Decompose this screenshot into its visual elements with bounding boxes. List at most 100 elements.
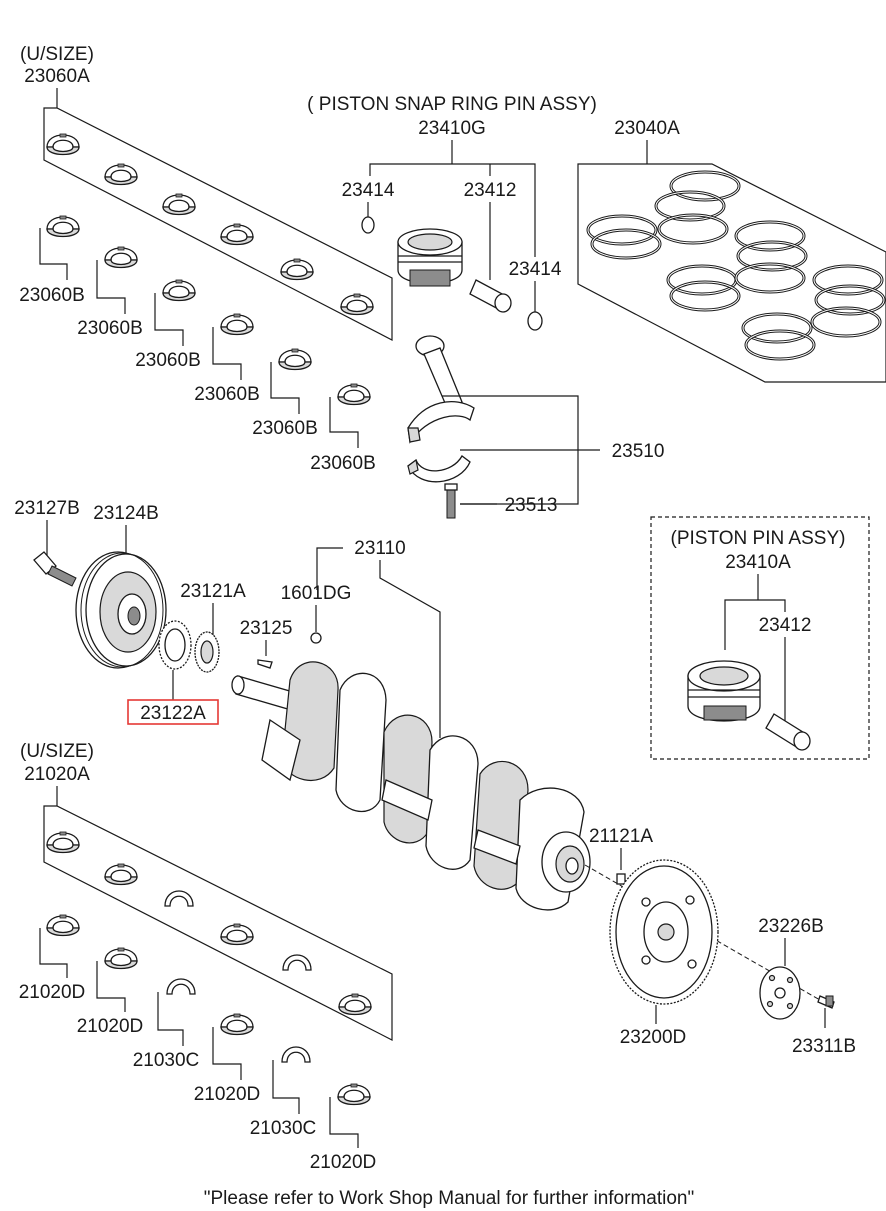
part-label-23110[interactable]: 23110 — [354, 538, 405, 559]
part-label-21020D[interactable]: 21020D — [77, 1016, 144, 1037]
leader-line — [39, 928, 68, 978]
part-label-23412[interactable]: 23412 — [464, 180, 517, 201]
bearing-shell-icon[interactable] — [104, 947, 138, 970]
part-label-23060B[interactable]: 23060B — [252, 418, 318, 439]
bearing-shell-icon[interactable] — [220, 313, 254, 336]
connecting-rod-icon[interactable] — [407, 335, 475, 444]
pulley-bolt-icon[interactable] — [33, 551, 77, 587]
leader-line — [212, 327, 242, 380]
part-label-23311B[interactable]: 23311B — [792, 1036, 856, 1057]
thrust-washer-icon[interactable] — [281, 1046, 311, 1063]
part-label-23226B[interactable]: 23226B — [758, 916, 824, 937]
drive-plate-icon[interactable] — [609, 859, 719, 1005]
upper-shell-callouts: 23060B 23060B 23060B 23060B 23060B 23060… — [19, 215, 376, 474]
bearing-shell-icon[interactable] — [162, 279, 196, 302]
adapter-plate-icon[interactable] — [759, 966, 801, 1020]
crank-sprocket-icon[interactable] — [194, 631, 220, 673]
bearing-shell-icon[interactable] — [220, 223, 254, 246]
piston-ring-icon[interactable] — [666, 264, 738, 296]
piston-ring-icon[interactable] — [669, 280, 741, 312]
part-label-23060B[interactable]: 23060B — [310, 453, 376, 474]
bearing-shell-icon[interactable] — [46, 914, 80, 937]
part-label-23040A[interactable]: 23040A — [614, 118, 680, 139]
flywheel-bolt-icon[interactable] — [817, 995, 835, 1009]
leader-line — [316, 547, 343, 590]
part-label-21020D[interactable]: 21020D — [310, 1152, 377, 1173]
lower-shell-callouts: 21020D 21020D 21030C 21020D 21030C 21020… — [19, 914, 377, 1173]
piston-ring-icon[interactable] — [744, 329, 816, 361]
bearing-shell-icon[interactable] — [162, 193, 196, 216]
part-label-23060A[interactable]: 23060A — [24, 66, 90, 87]
thrust-washer-icon[interactable] — [164, 890, 194, 907]
part-label-23414[interactable]: 23414 — [342, 180, 395, 201]
lower-bearing-header: (U/SIZE) — [20, 741, 94, 762]
thrust-washer-icon[interactable] — [282, 954, 312, 971]
bearing-shell-icon[interactable] — [278, 348, 312, 371]
part-label-21020D[interactable]: 21020D — [194, 1084, 261, 1105]
plug-icon[interactable] — [310, 632, 322, 644]
part-label-23410A[interactable]: 23410A — [725, 552, 791, 573]
part-label-21121A[interactable]: 21121A — [589, 826, 653, 847]
upper-bearing-shells — [46, 133, 374, 316]
crankshaft-icon[interactable] — [231, 661, 591, 911]
part-label-1601DG[interactable]: 1601DG — [281, 583, 352, 604]
front-pulley-group: 23127B 23124B 23121A 23122A — [14, 498, 246, 725]
part-label-23410G[interactable]: 23410G — [418, 118, 486, 139]
part-label-23060B[interactable]: 23060B — [19, 285, 85, 306]
part-label-23127B[interactable]: 23127B — [14, 498, 80, 519]
snap-ring-icon[interactable] — [361, 216, 375, 234]
bearing-shell-icon[interactable] — [220, 1013, 254, 1036]
part-label-23121A[interactable]: 23121A — [180, 581, 246, 602]
piston-icon[interactable] — [397, 228, 463, 287]
bearing-shell-icon[interactable] — [46, 215, 80, 238]
part-label-23060B[interactable]: 23060B — [194, 384, 260, 405]
leader-line — [96, 260, 126, 314]
part-label-23510[interactable]: 23510 — [612, 441, 665, 462]
bearing-shell-icon[interactable] — [280, 258, 314, 281]
leader-line — [157, 992, 184, 1046]
dowel-pin-icon[interactable] — [616, 873, 626, 885]
part-label-23060B[interactable]: 23060B — [135, 350, 201, 371]
part-label-23122A[interactable]: 23122A — [140, 703, 206, 724]
bearing-shell-icon[interactable] — [104, 246, 138, 269]
bearing-shell-icon[interactable] — [337, 383, 371, 406]
part-label-23414[interactable]: 23414 — [509, 259, 562, 280]
piston-pin-icon[interactable] — [765, 713, 811, 751]
part-label-23513[interactable]: 23513 — [505, 495, 558, 516]
bearing-shell-icon[interactable] — [46, 133, 80, 156]
piston-icon[interactable] — [687, 660, 761, 722]
bearing-shell-icon[interactable] — [338, 993, 372, 1016]
connecting-rod-bolt-icon[interactable] — [444, 483, 458, 519]
flywheel-group: 21121A 23200D 23226B — [584, 826, 856, 1057]
bearing-shell-icon[interactable] — [337, 1083, 371, 1106]
bearing-shell-icon[interactable] — [46, 831, 80, 854]
bearing-shell-icon[interactable] — [340, 293, 374, 316]
part-label-23125[interactable]: 23125 — [240, 618, 293, 639]
piston-pin-icon[interactable] — [469, 279, 512, 313]
timing-sprocket-icon[interactable] — [158, 620, 192, 670]
snap-ring-icon[interactable] — [527, 311, 543, 331]
piston-ring-icon[interactable] — [810, 306, 882, 338]
damper-pulley-icon[interactable] — [75, 551, 167, 669]
piston-pin-assy: (PISTON PIN ASSY) 23410A 23412 — [650, 516, 870, 760]
leader-line — [724, 599, 786, 650]
bearing-shell-icon[interactable] — [104, 863, 138, 886]
highlight-box — [127, 699, 219, 725]
part-label-21020A[interactable]: 21020A — [24, 764, 90, 785]
connecting-rod-cap-icon[interactable] — [407, 455, 471, 483]
woodruff-key-icon[interactable] — [257, 659, 273, 669]
part-label-21020D[interactable]: 21020D — [19, 982, 86, 1003]
crankshaft-group: 23110 1601DG 23125 — [231, 538, 591, 911]
part-label-23412[interactable]: 23412 — [759, 615, 812, 636]
bearing-shell-icon[interactable] — [220, 923, 254, 946]
part-label-23060B[interactable]: 23060B — [77, 318, 143, 339]
thrust-washer-icon[interactable] — [166, 978, 196, 995]
piston-ring-icon[interactable] — [734, 262, 806, 294]
bearing-shell-icon[interactable] — [104, 163, 138, 186]
part-label-21030C[interactable]: 21030C — [133, 1050, 200, 1071]
part-label-21030C[interactable]: 21030C — [250, 1118, 317, 1139]
piston-ring-icon[interactable] — [669, 170, 741, 202]
upper-bearing-header: (U/SIZE) — [20, 44, 94, 65]
part-label-23124B[interactable]: 23124B — [93, 503, 159, 524]
part-label-23200D[interactable]: 23200D — [620, 1027, 687, 1048]
